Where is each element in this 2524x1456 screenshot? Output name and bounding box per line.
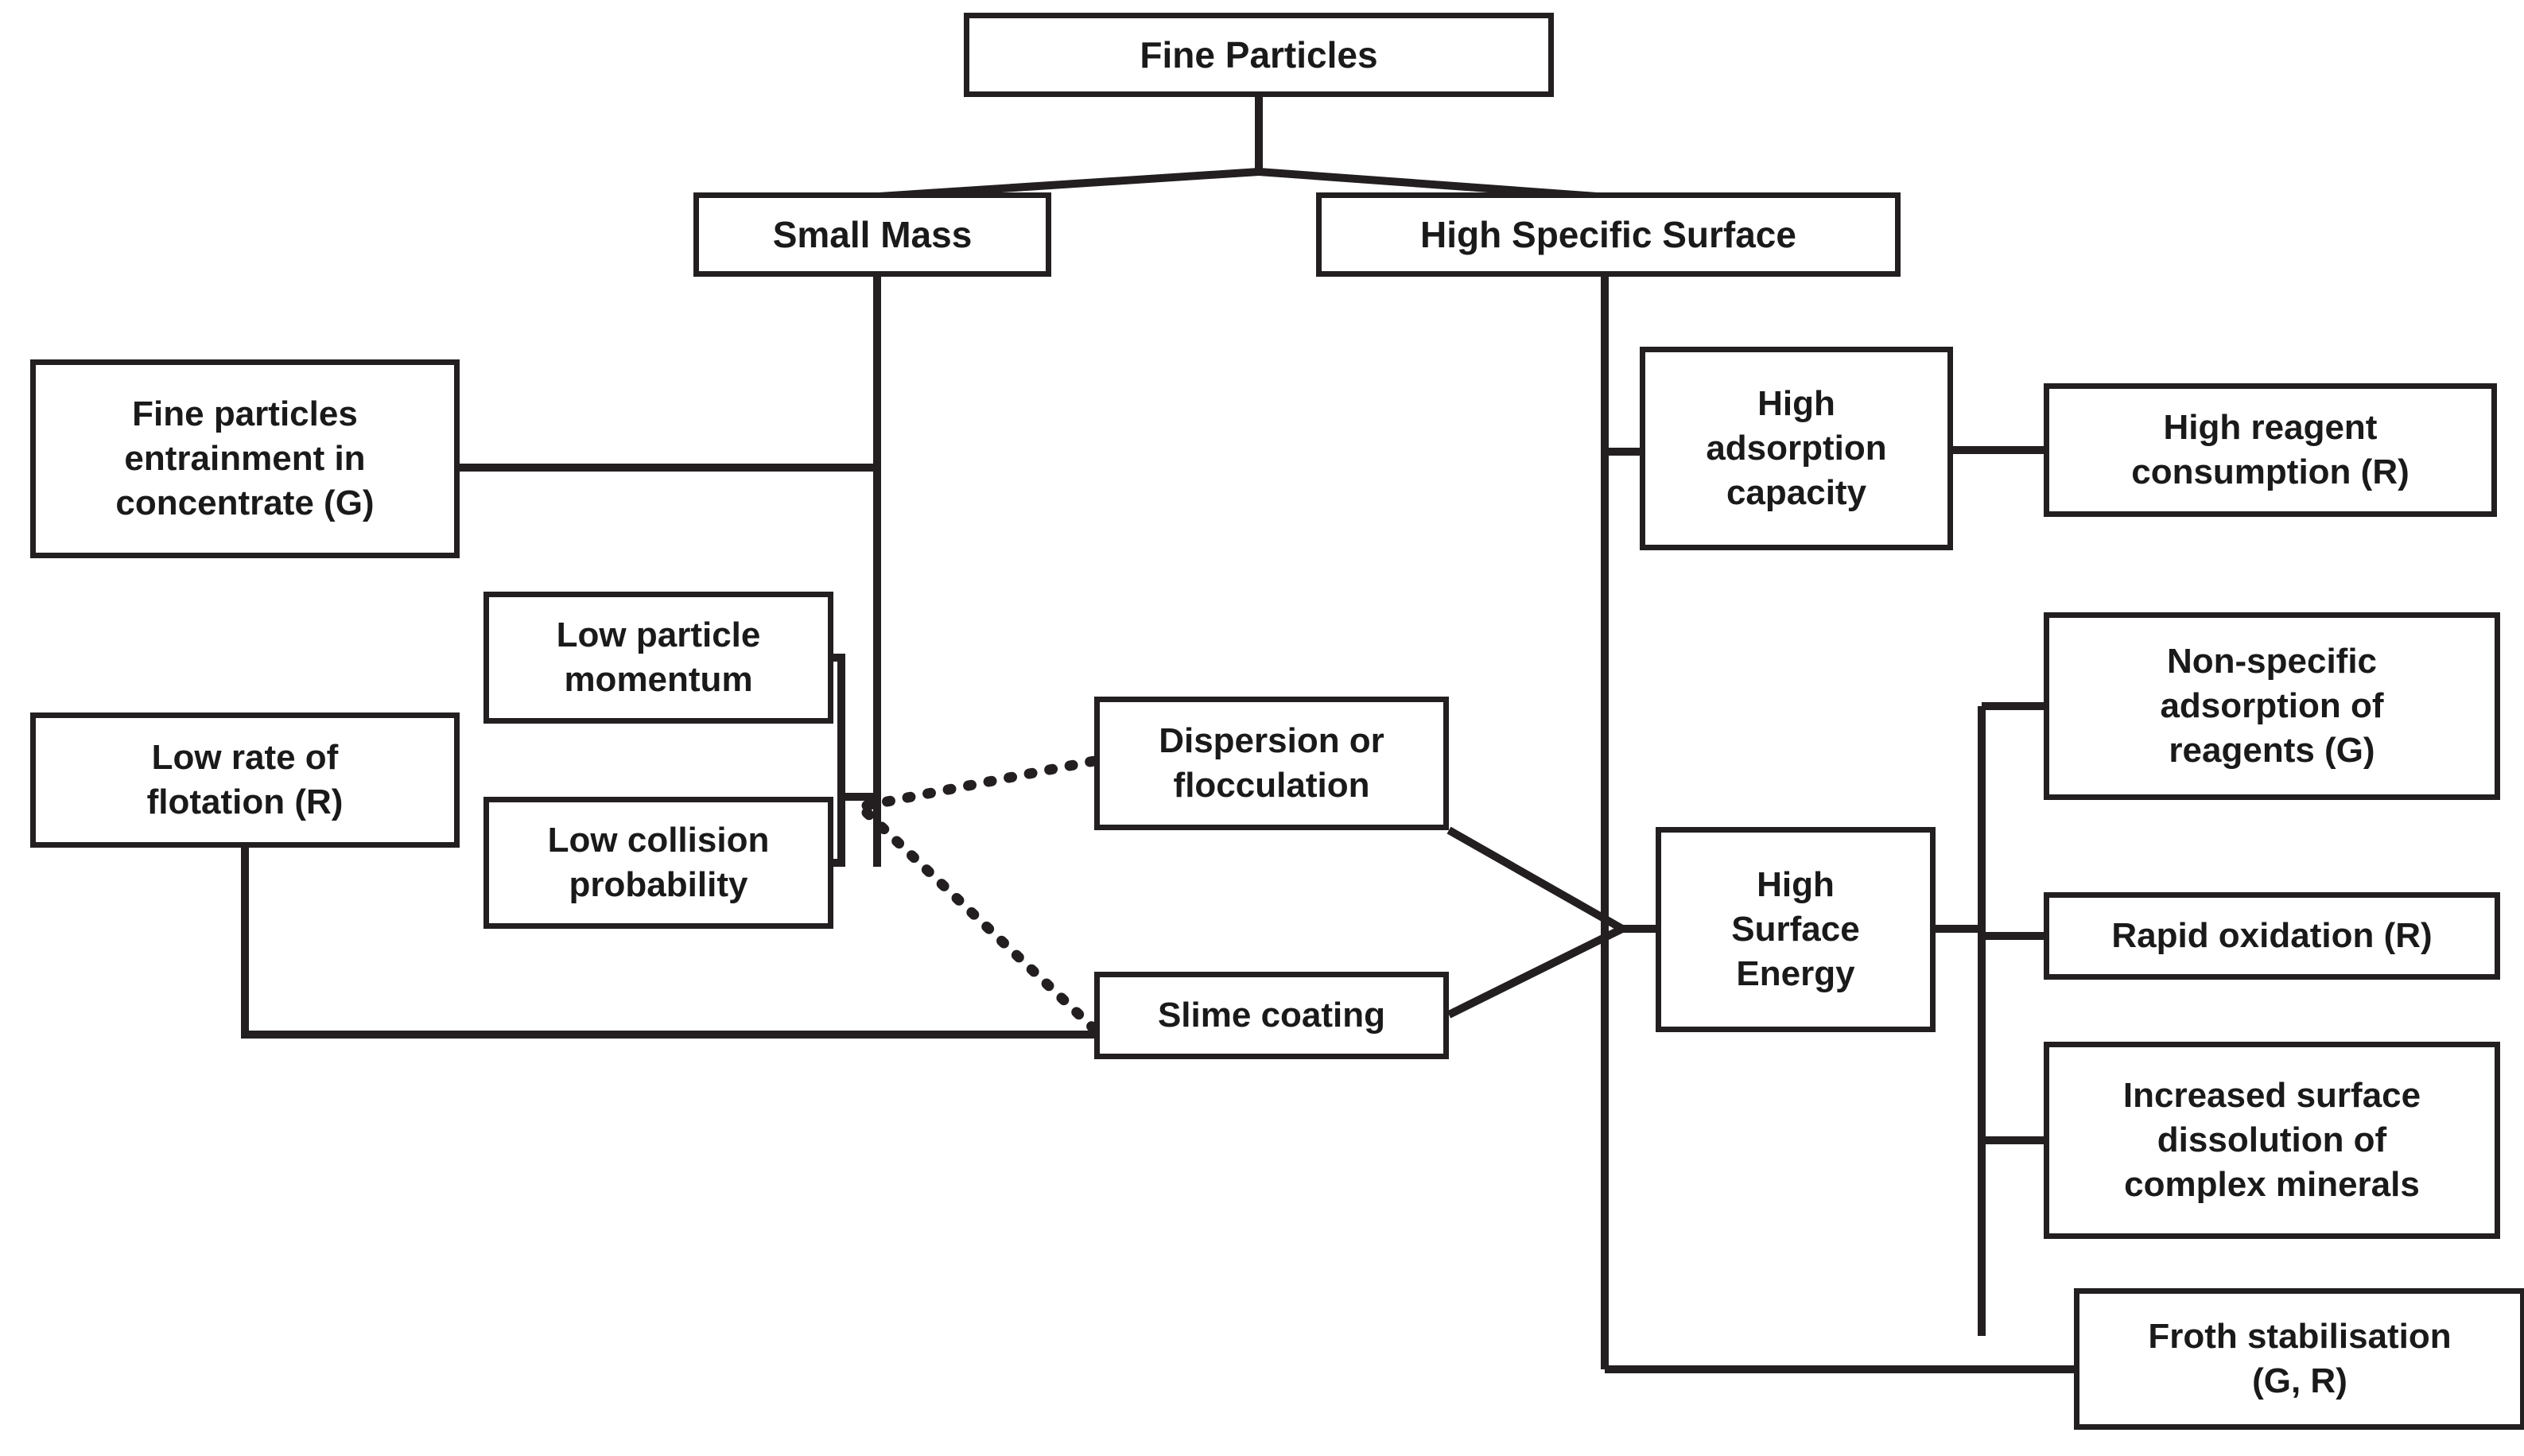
node-label-high_spec_surface: High Specific Surface: [1420, 213, 1796, 255]
node-high_surface_energy[interactable]: High Surface Energy: [1656, 827, 1936, 1032]
node-label-fine_particles: Fine Particles: [1140, 33, 1378, 76]
node-label-dispersion_floc: Dispersion or flocculation: [1159, 720, 1384, 805]
node-dispersion_floc[interactable]: Dispersion or flocculation: [1094, 697, 1449, 830]
node-label-high_surface_energy: High Surface Energy: [1731, 864, 1860, 994]
node-fine_entrainment[interactable]: Fine particles entrainment in concentrat…: [30, 359, 460, 558]
node-label-increased_dissol: Increased surface dissolution of complex…: [2122, 1075, 2421, 1205]
node-label-low_collision: Low collision probability: [547, 820, 770, 904]
edge-slime-to-hse: [1446, 925, 1625, 1019]
node-label-high_adsorption: High adsorption capacity: [1706, 383, 1887, 513]
edge-collision-slime-dotted: [861, 807, 1100, 1035]
node-label-nonspecific_ads: Non-specific adsorption of reagents (G): [2160, 641, 2384, 771]
node-small_mass[interactable]: Small Mass: [693, 192, 1051, 277]
node-low_collision[interactable]: Low collision probability: [483, 797, 833, 929]
node-label-rapid_oxidation: Rapid oxidation (R): [2111, 915, 2433, 955]
node-label-small_mass: Small Mass: [772, 213, 973, 255]
node-label-low_momentum: Low particle momentum: [556, 615, 761, 699]
node-rapid_oxidation[interactable]: Rapid oxidation (R): [2044, 892, 2500, 980]
node-high_spec_surface[interactable]: High Specific Surface: [1316, 192, 1901, 277]
edge-momentum-collision-bracket: [833, 654, 845, 867]
node-label-froth_stabilisation: Froth stabilisation (G, R): [2148, 1316, 2452, 1400]
node-label-slime_coating: Slime coating: [1157, 995, 1386, 1035]
node-high_reagent[interactable]: High reagent consumption (R): [2044, 383, 2497, 517]
edge-dispersion-to-hse: [1446, 826, 1625, 933]
node-label-high_reagent: High reagent consumption (R): [2131, 407, 2409, 491]
node-low_rate_flotation[interactable]: Low rate of flotation (R): [30, 712, 460, 848]
node-high_adsorption[interactable]: High adsorption capacity: [1640, 347, 1953, 550]
node-froth_stabilisation[interactable]: Froth stabilisation (G, R): [2074, 1288, 2524, 1430]
edge-collision-dispersion-dotted: [861, 755, 1100, 811]
node-nonspecific_ads[interactable]: Non-specific adsorption of reagents (G): [2044, 612, 2500, 800]
node-fine_particles[interactable]: Fine Particles: [964, 13, 1554, 97]
node-label-low_rate_flotation: Low rate of flotation (R): [146, 737, 344, 821]
node-label-fine_entrainment: Fine particles entrainment in concentrat…: [115, 394, 375, 523]
node-increased_dissol[interactable]: Increased surface dissolution of complex…: [2044, 1042, 2500, 1239]
node-slime_coating[interactable]: Slime coating: [1094, 972, 1449, 1059]
node-low_momentum[interactable]: Low particle momentum: [483, 592, 833, 724]
